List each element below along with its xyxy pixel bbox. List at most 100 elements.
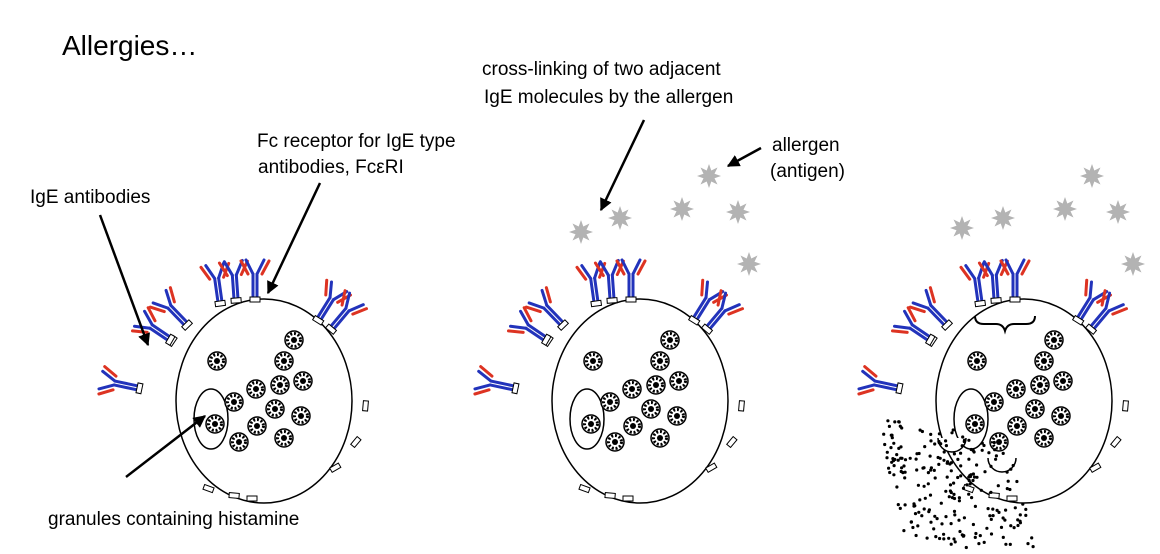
histamine-granule: [646, 375, 666, 395]
histamine-granule: [1051, 406, 1071, 426]
ige-antibody: [1084, 289, 1129, 335]
crosslink-label-line1: cross-linking of two adjacent: [482, 59, 721, 80]
fc-receptor: [1110, 435, 1122, 449]
fc-receptor: [246, 495, 258, 502]
ige-antibody: [148, 286, 194, 332]
allergen-particle: [737, 252, 761, 276]
histamine-granule: [229, 432, 249, 452]
fc-receptor: [557, 319, 570, 332]
ige-antibody: [857, 365, 904, 396]
fc-receptor: [924, 333, 936, 347]
ige-antibody: [506, 306, 554, 348]
cell-membrane: [935, 298, 1113, 504]
histamine-granule: [1006, 379, 1026, 399]
ige-antibody: [311, 278, 352, 326]
histamine-granule: [265, 399, 285, 419]
fc-receptor: [700, 323, 714, 335]
fc-receptor: [135, 382, 144, 395]
fc-receptor: [590, 299, 603, 308]
histamine-granule: [274, 351, 294, 371]
fc-receptor: [726, 435, 738, 449]
histamine-granule: [667, 406, 687, 426]
histamine-granule: [669, 371, 689, 391]
fc-receptor: [311, 314, 325, 326]
crosslink-arrow: [599, 119, 646, 212]
ige-antibody: [473, 365, 520, 396]
fc-receptor: [988, 492, 1000, 499]
signal-brace: [974, 315, 1036, 335]
histamine-granule: [605, 432, 625, 452]
fc-receptor: [1071, 314, 1085, 326]
allergen-particle: [608, 206, 632, 230]
histamine-granule: [207, 351, 227, 371]
granules-label: granules containing histamine: [48, 509, 300, 530]
fc-receptor: [704, 462, 718, 474]
histamine-granule: [623, 416, 643, 436]
ige-antibodies-label: IgE antibodies: [30, 187, 151, 208]
fc-receptor: [622, 495, 634, 502]
fc-receptor-arrow: [266, 182, 322, 295]
fc-receptor: [181, 319, 194, 332]
crosslink-label-line2: IgE molecules by the allergen: [484, 87, 734, 108]
fc-receptor: [362, 400, 369, 412]
fc-receptor: [350, 435, 362, 449]
histamine-granule: [293, 371, 313, 391]
histamine-granule: [650, 351, 670, 371]
allergen-particle: [1106, 200, 1130, 224]
fc-receptor: [1009, 296, 1021, 303]
fc-receptor: [687, 314, 701, 326]
histamine-granule: [1034, 428, 1054, 448]
allergen-arrow: [726, 146, 762, 168]
histamine-granule: [989, 432, 1009, 452]
histamine-granule: [600, 392, 620, 412]
fc-receptor: [974, 299, 987, 308]
ige-antibody: [700, 289, 745, 335]
fc-receptor: [1088, 462, 1102, 474]
allergen-particle: [670, 197, 694, 221]
histamine-granule: [581, 414, 601, 434]
ige-antibody: [593, 258, 625, 304]
fc-receptor: [230, 297, 242, 304]
allergen-particle: [697, 164, 721, 188]
fc-receptor: [249, 296, 261, 303]
ige-antibody: [615, 258, 647, 303]
fc-receptor: [895, 382, 904, 395]
histamine-granule: [1034, 351, 1054, 371]
histamine-granule: [583, 351, 603, 371]
histamine-granule: [274, 428, 294, 448]
fc-receptor: [228, 492, 240, 499]
histamine-granule: [247, 416, 267, 436]
histamine-granule: [1007, 416, 1027, 436]
ige-antibody: [890, 306, 938, 348]
allergen-particle: [569, 220, 593, 244]
ige-antibody: [324, 289, 369, 335]
histamine-granule: [270, 375, 290, 395]
fc-receptor: [214, 299, 227, 308]
fc-receptor: [606, 297, 618, 304]
histamine-granule: [1044, 330, 1064, 350]
ige-antibody: [575, 261, 607, 308]
histamine-granule: [622, 379, 642, 399]
histamine-granule: [1053, 371, 1073, 391]
ige-antibody: [687, 278, 728, 326]
allergen-particle: [1121, 252, 1145, 276]
ige-antibody: [908, 286, 954, 332]
fc-receptor: [604, 492, 616, 499]
slide-title: Allergies…: [62, 30, 198, 61]
mast-cell-crosslinked: [473, 258, 745, 504]
fc-receptor: [578, 483, 591, 494]
histamine-granule: [967, 351, 987, 371]
cell-membrane: [175, 298, 353, 504]
fc-receptor-label-line2: antibodies, FcεRI: [258, 157, 404, 178]
fc-receptor: [625, 296, 637, 303]
allergen-particle: [991, 206, 1015, 230]
histamine-granule: [246, 379, 266, 399]
exocytosis-pore: [987, 457, 1017, 473]
histamine-granule: [291, 406, 311, 426]
histamine-granule: [660, 330, 680, 350]
granules-arrow: [125, 415, 206, 478]
fc-receptor: [511, 382, 520, 395]
allergen-particle: [950, 216, 974, 240]
ige-antibody: [524, 286, 570, 332]
